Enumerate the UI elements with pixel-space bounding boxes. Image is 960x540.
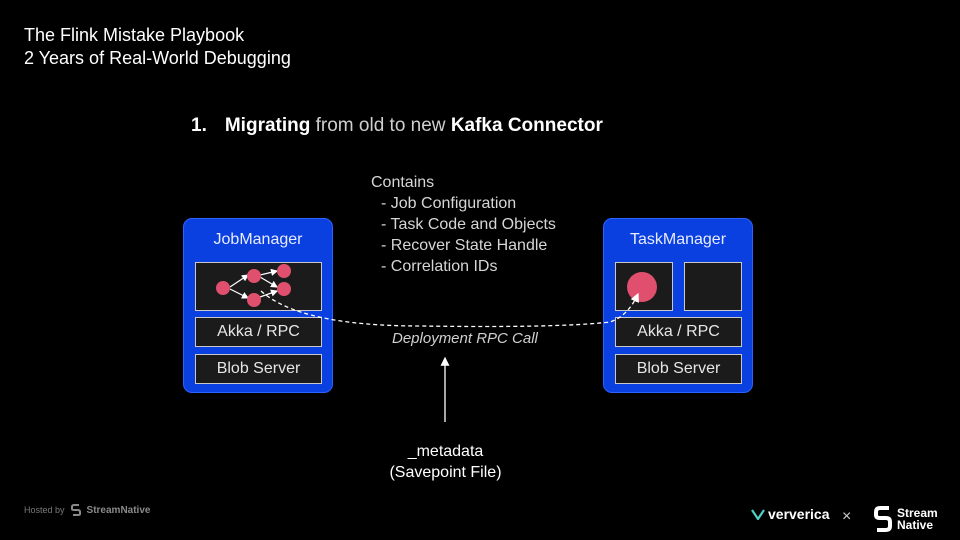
ververica-icon [751, 509, 765, 520]
task-slot-2 [684, 262, 742, 311]
jobmanager-title: JobManager [213, 231, 303, 248]
jobmanager-blob-box: Blob Server [195, 354, 322, 384]
contains-item: - Correlation IDs [381, 258, 498, 275]
job-graph-diagram [216, 264, 291, 307]
taskmanager-title: TaskManager [629, 231, 727, 248]
streamnative-small-icon [70, 504, 81, 516]
job-graph-box [195, 262, 322, 311]
graph-edge [259, 276, 279, 288]
slide-title-block: The Flink Mistake Playbook 2 Years of Re… [24, 24, 291, 70]
streamnative-icon [874, 506, 892, 532]
contains-item: - Recover State Handle [381, 237, 548, 254]
heading-number: 1. [191, 115, 207, 136]
graph-edge [259, 268, 279, 276]
heading-migrating: Migrating [224, 115, 311, 136]
metadata-label: _metadata (Savepoint File) [380, 441, 511, 483]
contains-item: - Task Code and Objects [381, 216, 556, 233]
jobmanager-rpc-label: Akka / RPC [217, 323, 300, 340]
graph-node [277, 282, 291, 296]
graph-node [216, 281, 230, 295]
contains-list: Contains - Job Configuration - Task Code… [371, 172, 556, 277]
hosted-by-brand: StreamNative [86, 504, 151, 516]
graph-edge [229, 288, 250, 299]
jobmanager-rpc-box: Akka / RPC [195, 317, 322, 347]
taskmanager-panel: TaskManager Akka / RPC Blob Server [603, 218, 753, 393]
heading-middle: from old to new [310, 115, 451, 136]
hosted-by-label: Hosted by [24, 505, 65, 515]
graph-node [247, 269, 261, 283]
hosted-by: Hosted by StreamNative [24, 504, 150, 516]
graph-node [277, 264, 291, 278]
slide-title: The Flink Mistake Playbook [24, 25, 245, 45]
ververica-logo: ververica [751, 506, 830, 522]
contains-item: - Job Configuration [381, 195, 517, 212]
section-heading: 1. Migrating from old to new Kafka Connec… [191, 115, 603, 137]
taskmanager-blob-label: Blob Server [636, 360, 721, 377]
deployment-dashed-arrow [260, 290, 639, 328]
deployment-rpc-label: Deployment RPC Call [392, 330, 538, 347]
metadata-line1: _metadata [407, 443, 484, 460]
task-slot-1 [615, 262, 673, 311]
graph-node [247, 293, 261, 307]
metadata-line2: (Savepoint File) [389, 464, 502, 481]
streamnative-logo: Stream Native [874, 505, 938, 533]
contains-label: Contains [371, 174, 435, 191]
taskmanager-rpc-box: Akka / RPC [615, 317, 742, 347]
jobmanager-panel: JobManager Akka / RPC Blob Server [183, 218, 333, 393]
heading-kafka-connector: Kafka Connector [450, 115, 603, 136]
times-sign: × [842, 508, 852, 525]
taskmanager-blob-box: Blob Server [615, 354, 742, 384]
jobmanager-blob-label: Blob Server [216, 360, 301, 377]
streamnative-native: Native [897, 518, 934, 532]
taskmanager-rpc-label: Akka / RPC [637, 323, 720, 340]
graph-edge [229, 274, 249, 288]
graph-edge [259, 289, 279, 298]
streamnative-stream: Stream [897, 506, 938, 520]
ververica-text: ververica [768, 506, 830, 522]
slide-subtitle: 2 Years of Real-World Debugging [24, 48, 291, 68]
